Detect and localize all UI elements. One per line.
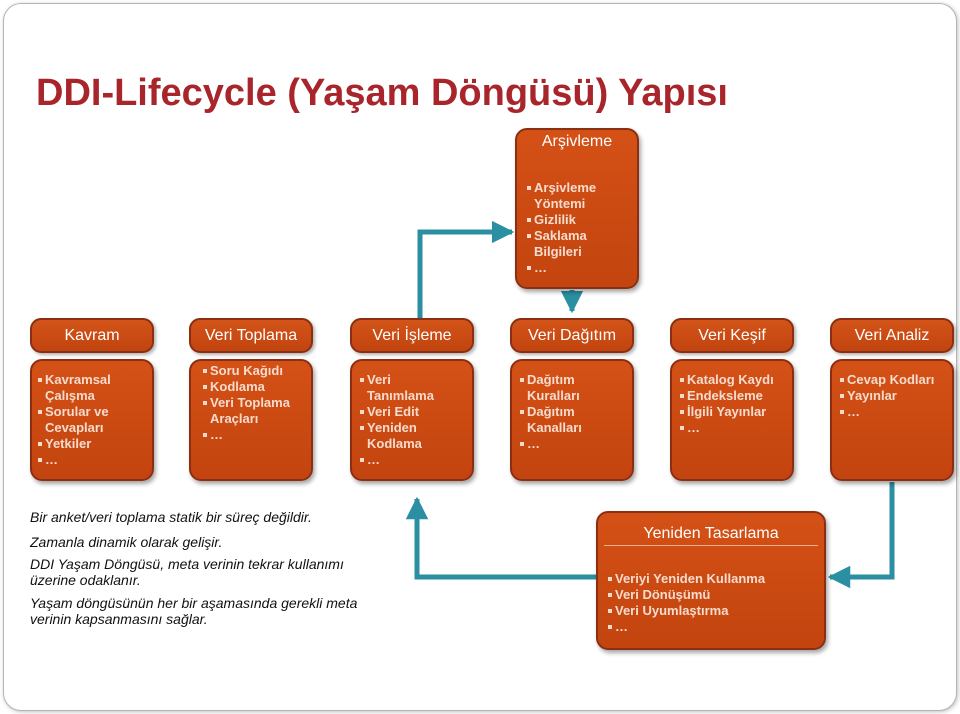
list-item: Veri Uyumlaştırma (608, 603, 818, 619)
stage-items-veri-toplama: Soru Kağıdı Kodlama Veri Toplama Araçlar… (203, 363, 309, 443)
stage-items-kavram: Kavramsal Çalışma Sorular ve Cevapları Y… (38, 372, 150, 468)
list-item: Soru Kağıdı (203, 363, 309, 379)
list-item: Veri Toplama Araçları (203, 395, 309, 427)
stage-box-veri-kesif (670, 359, 794, 481)
stage-header-veri-isleme: Veri İşleme (350, 318, 474, 353)
list-item: Yetkiler (38, 436, 150, 452)
note-static-process: Bir anket/veri toplama statik bir süreç … (30, 509, 312, 525)
list-item: … (840, 404, 952, 420)
stage-header-veri-analiz: Veri Analiz (830, 318, 954, 353)
stage-items-veri-analiz: Cevap Kodları Yayınlar … (840, 372, 952, 420)
list-item: Yeniden Kodlama (360, 420, 450, 452)
list-item: Endeksleme (680, 388, 792, 404)
list-item: … (38, 452, 150, 468)
arrow-from-redesign (405, 496, 596, 580)
note-metadata-reuse: DDI Yaşam Döngüsü, meta verinin tekrar k… (30, 556, 344, 588)
arrow-to-redesign (827, 482, 895, 589)
list-item: Dağıtım Kanalları (520, 404, 600, 436)
list-item: Veriyi Yeniden Kullanma (608, 571, 818, 587)
stage-items-veri-kesif: Katalog Kaydı Endeksleme İlgili Yayınlar… (680, 372, 792, 436)
list-item: … (360, 452, 450, 468)
list-item: Cevap Kodları (840, 372, 952, 388)
stage-header-veri-kesif: Veri Keşif (670, 318, 794, 353)
list-item: Katalog Kaydı (680, 372, 792, 388)
stage-header-kavram: Kavram (30, 318, 154, 353)
archive-header: Arşivleme (541, 133, 613, 150)
list-item: … (527, 260, 627, 276)
list-item: … (520, 436, 600, 452)
stage-header-veri-dagitim: Veri Dağıtım (510, 318, 634, 353)
list-item: Sorular ve Cevapları (38, 404, 150, 436)
list-item: Arşivleme Yöntemi (527, 180, 627, 212)
page-title: DDI-Lifecycle (Yaşam Döngüsü) Yapısı (36, 72, 728, 114)
list-item: İlgili Yayınlar (680, 404, 792, 420)
redesign-box (596, 511, 826, 650)
list-item: Veri Dönüşümü (608, 587, 818, 603)
note-metadata-coverage: Yaşam döngüsünün her bir aşamasında gere… (30, 595, 358, 627)
list-item: … (203, 427, 309, 443)
list-item: Veri Tanımlama (360, 372, 450, 404)
stage-items-veri-isleme: Veri Tanımlama Veri Edit Yeniden Kodlama… (360, 372, 450, 468)
list-item: Kavramsal Çalışma (38, 372, 150, 404)
stage-items-veri-dagitim: Dağıtım Kuralları Dağıtım Kanalları … (520, 372, 600, 452)
redesign-divider (604, 545, 818, 546)
archive-box (515, 128, 639, 289)
stage-box-veri-analiz (830, 359, 954, 481)
stage-box-veri-toplama (189, 359, 313, 481)
list-item: Veri Edit (360, 404, 450, 420)
list-item: … (680, 420, 792, 436)
list-item: … (608, 619, 818, 635)
note-dynamic-evolution: Zamanla dinamik olarak gelişir. (30, 534, 223, 550)
redesign-header: Yeniden Tasarlama (643, 525, 779, 542)
stage-box-veri-dagitim (510, 359, 634, 481)
arrow-to-archive (417, 220, 515, 318)
stage-box-veri-isleme (350, 359, 474, 481)
list-item: Dağıtım Kuralları (520, 372, 600, 404)
list-item: Kodlama (203, 379, 309, 395)
list-item: Gizlilik (527, 212, 627, 228)
stage-header-veri-toplama: Veri Toplama (189, 318, 313, 353)
list-item: Yayınlar (840, 388, 952, 404)
redesign-items: Veriyi Yeniden Kullanma Veri Dönüşümü Ve… (608, 571, 818, 635)
list-item: Saklama Bilgileri (527, 228, 627, 260)
archive-items: Arşivleme Yöntemi Gizlilik Saklama Bilgi… (527, 180, 627, 276)
stage-box-kavram (30, 359, 154, 481)
